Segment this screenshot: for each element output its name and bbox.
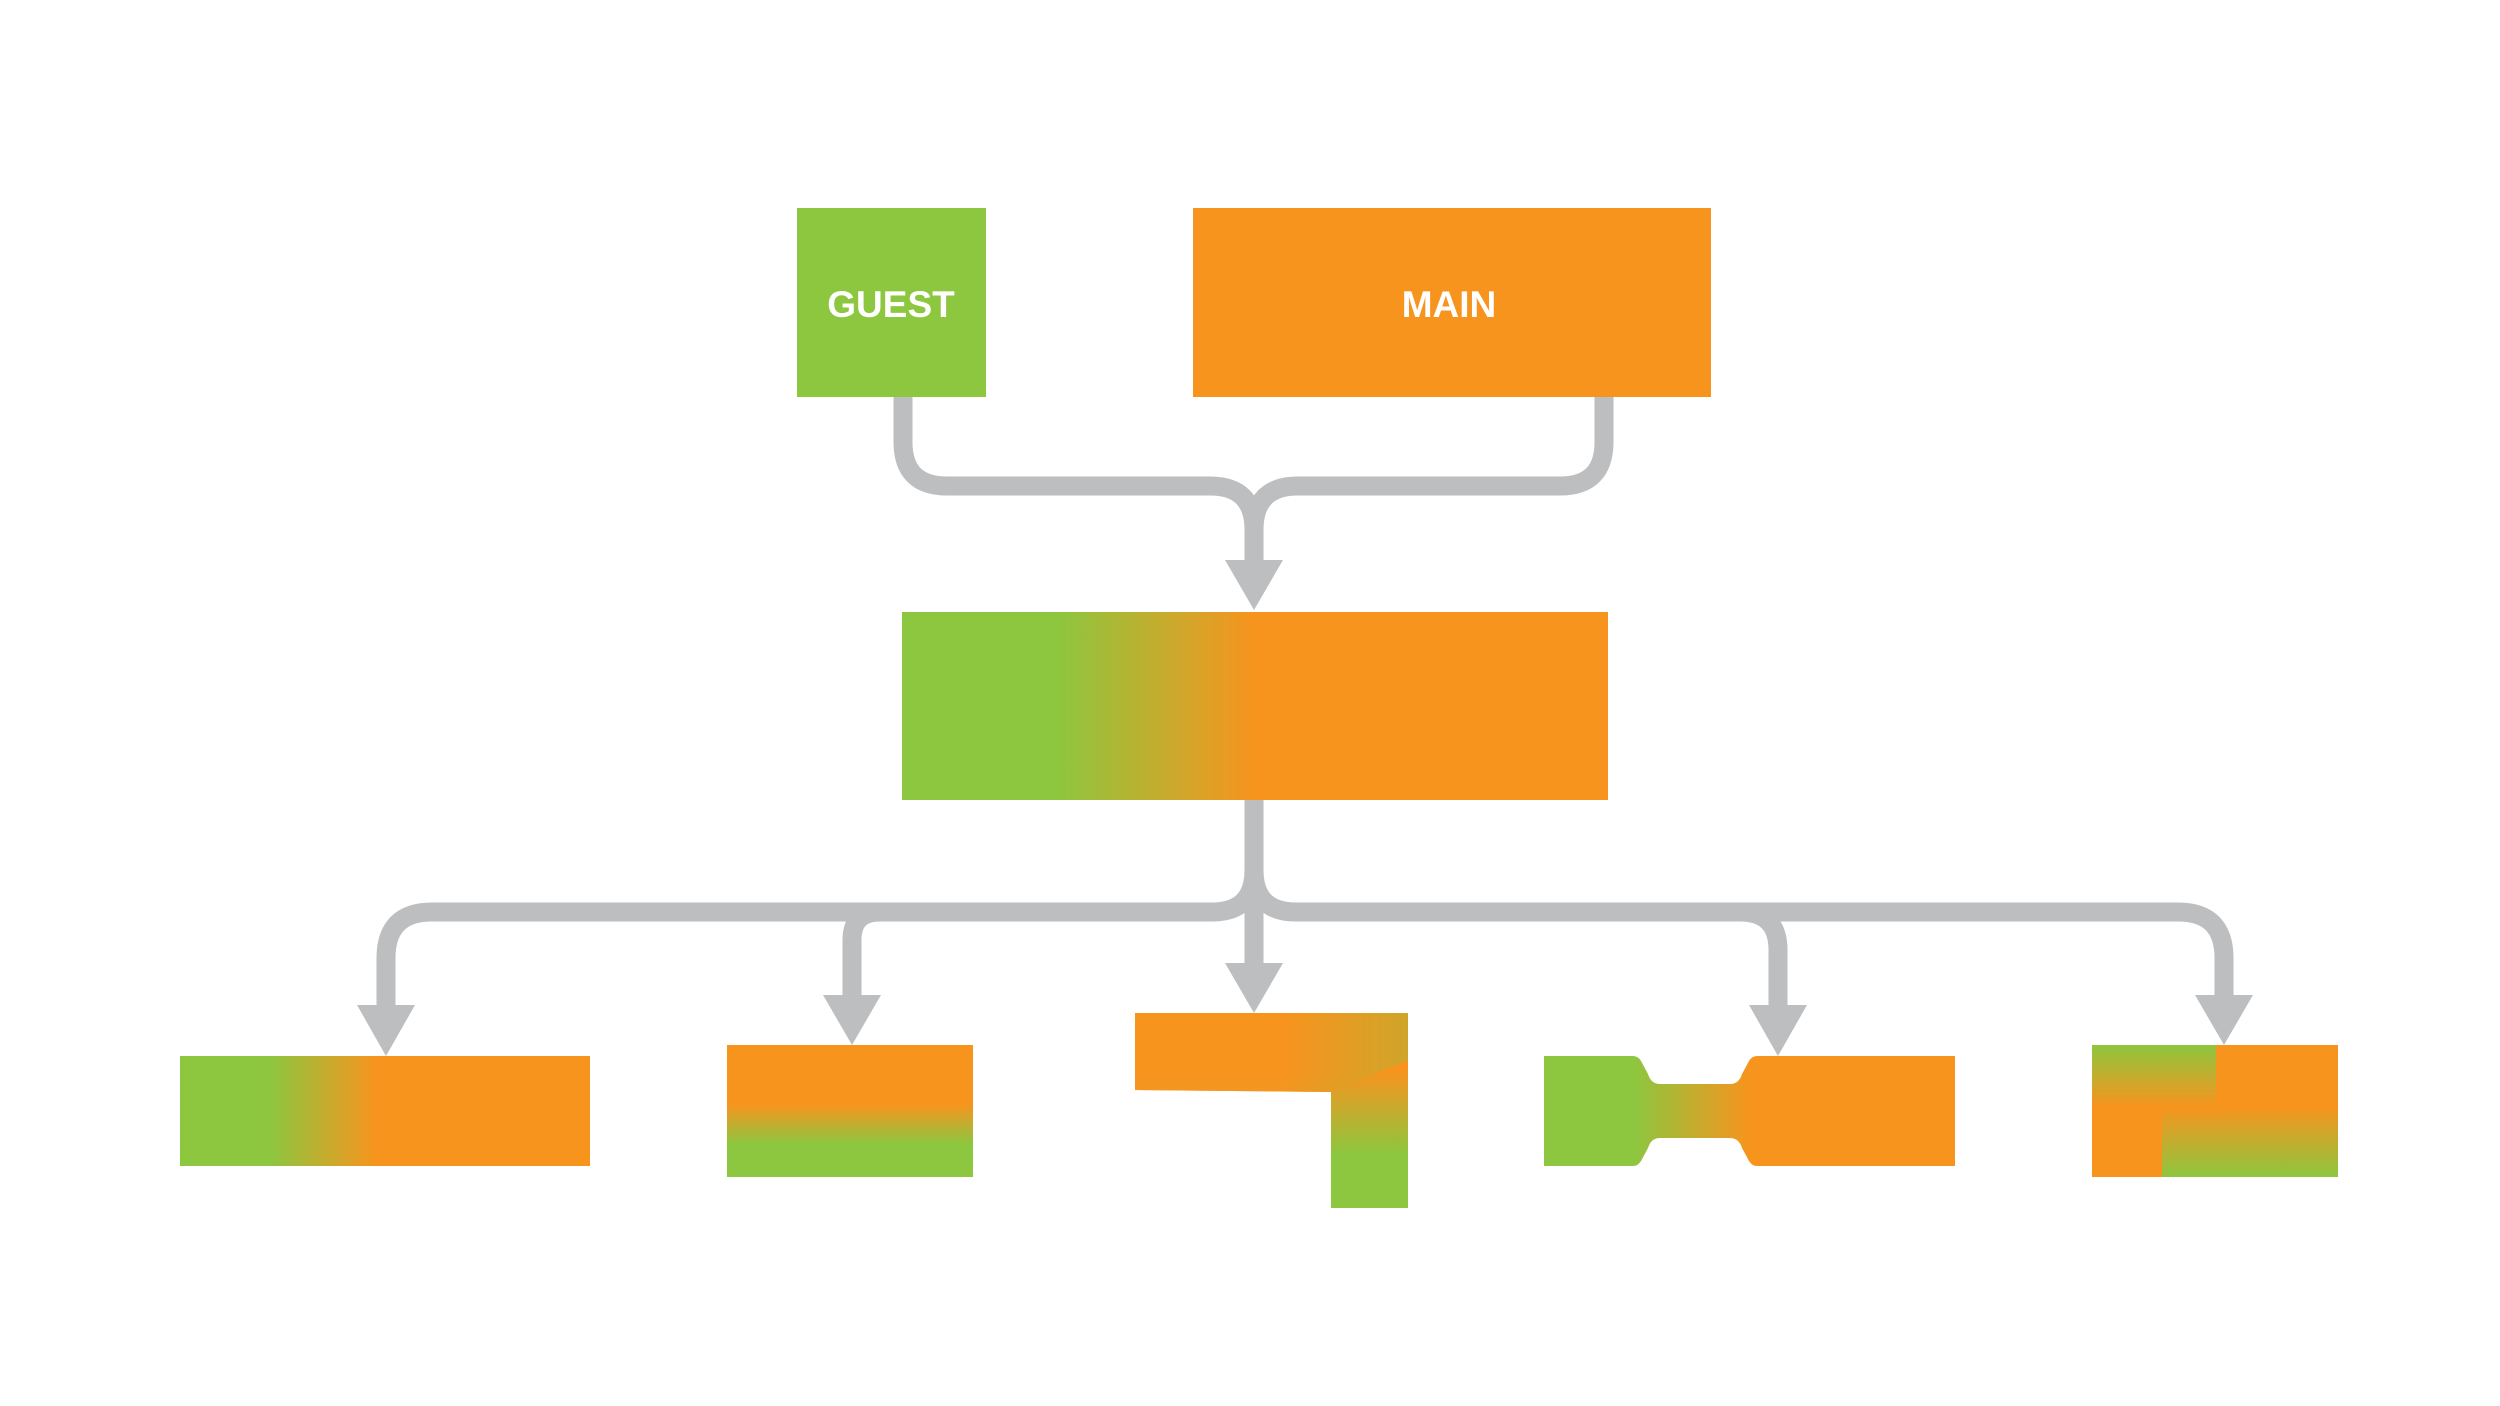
main-label: MAIN	[1402, 284, 1497, 325]
result-horizontal-blend	[180, 1056, 590, 1166]
merge-connectors	[893, 397, 1614, 565]
guest-label: GUEST	[827, 284, 955, 325]
main-box: MAIN	[1193, 208, 1711, 397]
merged-box	[902, 612, 1608, 800]
split-arrowheads	[357, 963, 2253, 1056]
merge-arrowhead	[1225, 560, 1283, 610]
result-vertical-blend	[727, 1045, 973, 1177]
guest-connector	[893, 397, 1264, 565]
arrowhead-3	[1225, 963, 1283, 1013]
result-l-shape	[1135, 1013, 1408, 1208]
split-connectors	[376, 800, 2234, 1010]
main-connector	[1244, 397, 1614, 531]
split-connector-5	[1740, 902, 2234, 1000]
guest-box: GUEST	[797, 208, 986, 397]
arrowhead-2	[823, 995, 881, 1045]
arrowhead-5	[2195, 995, 2253, 1045]
split-connector-4	[1244, 869, 1788, 1010]
split-connector-2	[842, 902, 1212, 1000]
result-interlocked-shape	[2092, 1045, 2338, 1177]
arrowhead-1	[357, 1005, 415, 1056]
arrowhead-4	[1749, 1005, 1807, 1056]
result-neck-shape	[1544, 1056, 1955, 1166]
